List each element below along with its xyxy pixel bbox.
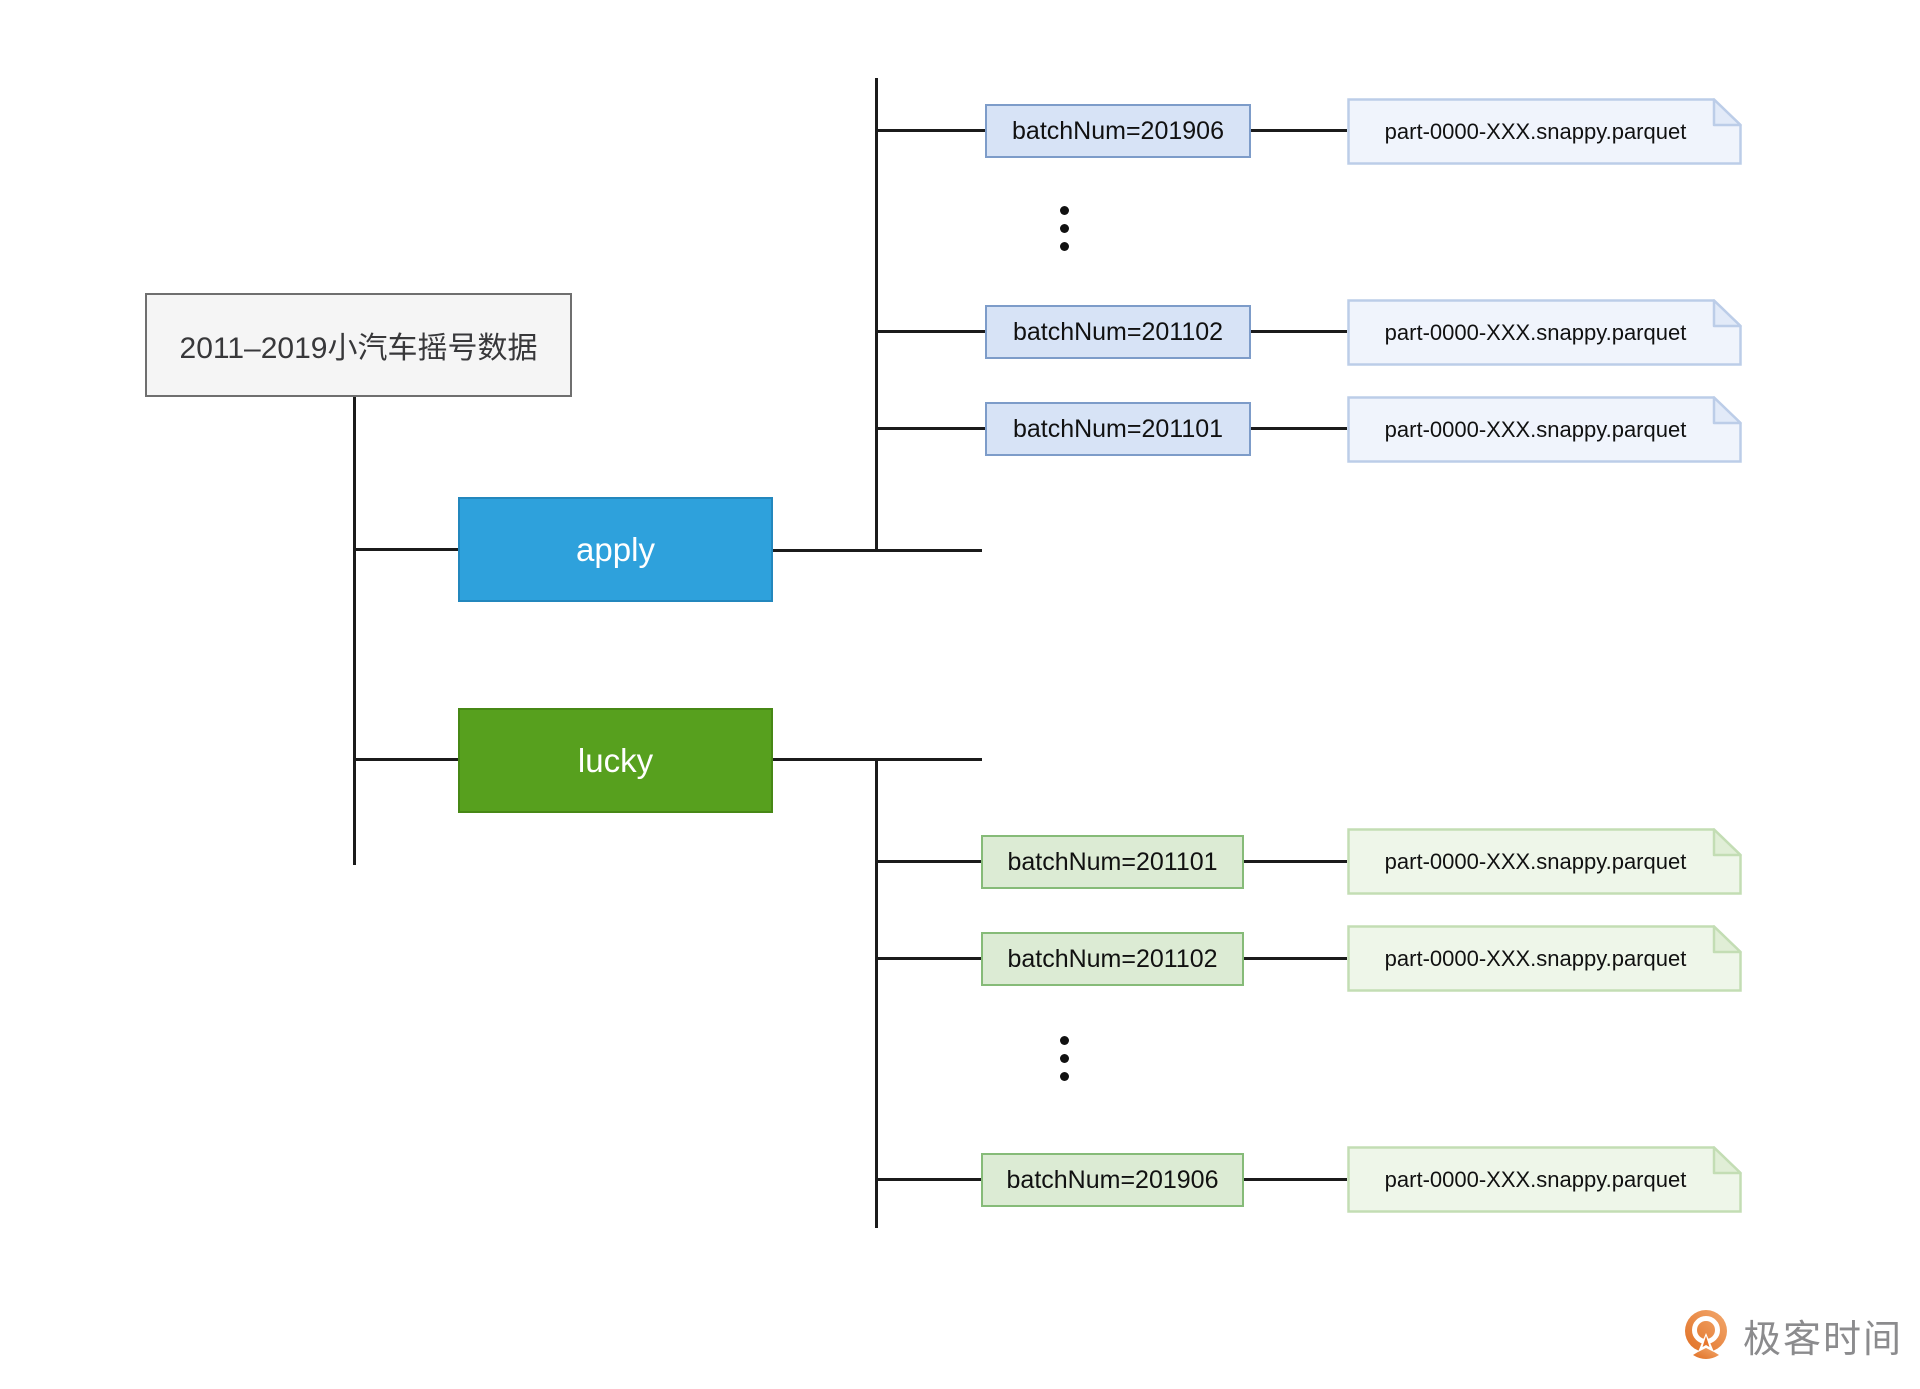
geektime-logo-icon <box>1685 1309 1727 1359</box>
lucky-file-node: part-0000-XXX.snappy.parquet <box>1347 925 1742 992</box>
document-shape-icon <box>1347 396 1742 463</box>
lucky-file-label: part-0000-XXX.snappy.parquet <box>1384 945 1687 971</box>
geektime-logo: 极客时间 <box>1683 1308 1903 1363</box>
connector-line <box>1243 860 1347 863</box>
dot-icon <box>1059 1071 1069 1081</box>
connector-line <box>1250 129 1347 132</box>
root-node-label: 2011–2019小汽车摇号数据 <box>179 332 538 365</box>
document-shape-icon <box>1347 98 1742 165</box>
dot-icon <box>1059 241 1069 251</box>
document-shape-icon <box>1347 828 1742 895</box>
apply-node-label: apply <box>576 530 655 568</box>
lucky-batch-label: batchNum=201906 <box>1006 1165 1219 1194</box>
connector-line <box>1250 330 1347 333</box>
apply-node: apply <box>458 497 773 602</box>
lucky-file-node: part-0000-XXX.snappy.parquet <box>1347 828 1742 895</box>
connector-line <box>1243 1178 1347 1181</box>
lucky-batch-node: batchNum=201101 <box>981 835 1244 889</box>
lucky-file-label: part-0000-XXX.snappy.parquet <box>1384 848 1687 874</box>
apply-file-node: part-0000-XXX.snappy.parquet <box>1347 396 1742 463</box>
lucky-node: lucky <box>458 708 773 813</box>
apply-file-label: part-0000-XXX.snappy.parquet <box>1384 118 1687 144</box>
lucky-batch-label: batchNum=201102 <box>1007 944 1218 973</box>
lucky-batch-node: batchNum=201906 <box>981 1153 1244 1207</box>
apply-batch-label: batchNum=201101 <box>1012 414 1224 443</box>
document-shape-icon <box>1347 925 1742 992</box>
lucky-batch-label: batchNum=201101 <box>1007 847 1218 876</box>
lucky-batch-node: batchNum=201102 <box>981 932 1244 986</box>
connector-line <box>875 758 878 1228</box>
lucky-file-label: part-0000-XXX.snappy.parquet <box>1384 1166 1687 1192</box>
apply-batch-node: batchNum=201101 <box>985 402 1251 456</box>
ellipsis-dots-icon <box>1059 201 1069 255</box>
dot-icon <box>1059 1035 1069 1045</box>
connector-line <box>877 860 982 863</box>
connector-line <box>1243 957 1347 960</box>
apply-file-node: part-0000-XXX.snappy.parquet <box>1347 299 1742 366</box>
document-shape-icon <box>1347 299 1742 366</box>
apply-file-node: part-0000-XXX.snappy.parquet <box>1347 98 1742 165</box>
dot-icon <box>1059 205 1069 215</box>
connector-line <box>875 78 878 552</box>
apply-batch-node: batchNum=201906 <box>985 104 1251 158</box>
lucky-node-label: lucky <box>577 741 654 779</box>
root-node: 2011–2019小汽车摇号数据 <box>145 293 572 397</box>
connector-line <box>354 548 458 551</box>
geektime-logo-text: 极客时间 <box>1743 1319 1904 1361</box>
apply-file-label: part-0000-XXX.snappy.parquet <box>1384 416 1687 442</box>
connector-line <box>353 397 356 865</box>
document-shape-icon <box>1347 1146 1742 1213</box>
connector-line <box>877 330 985 333</box>
apply-file-label: part-0000-XXX.snappy.parquet <box>1384 319 1687 345</box>
connector-line <box>1250 427 1347 430</box>
connector-line <box>354 758 458 761</box>
apply-batch-node: batchNum=201102 <box>985 305 1251 359</box>
lucky-file-node: part-0000-XXX.snappy.parquet <box>1347 1146 1742 1213</box>
ellipsis-dots-icon <box>1059 1031 1069 1085</box>
connector-line <box>877 957 982 960</box>
dot-icon <box>1059 1053 1069 1063</box>
apply-batch-label: batchNum=201906 <box>1012 116 1224 145</box>
dot-icon <box>1059 223 1069 233</box>
connector-line <box>877 1178 982 1181</box>
apply-batch-label: batchNum=201102 <box>1012 317 1224 346</box>
connector-line <box>877 427 985 430</box>
connector-line <box>877 129 985 132</box>
